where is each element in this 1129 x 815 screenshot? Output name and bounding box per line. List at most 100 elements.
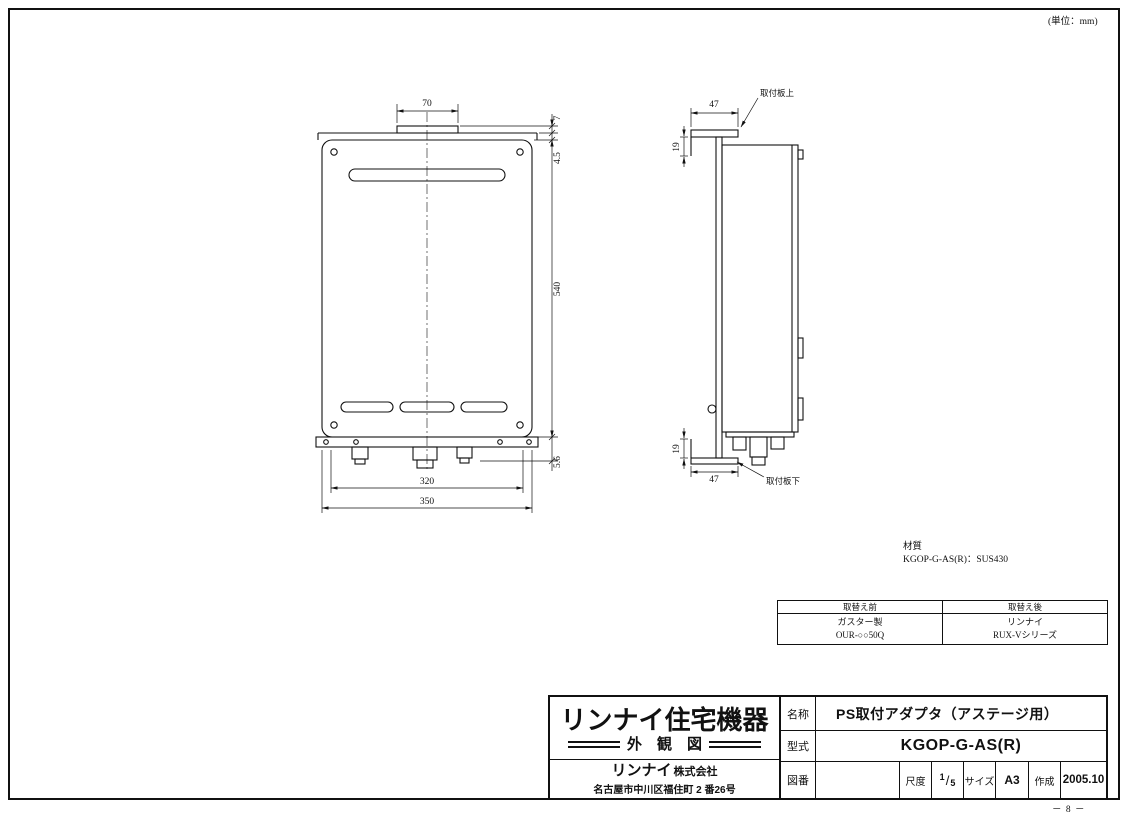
- replacement-table: 取替え前 取替え後 ガスター製 OUR-○○50Q リンナイ RUX-Vシリーズ: [777, 600, 1108, 646]
- side-dimension-text: 47 19 19 47 取付板上 取付板下: [672, 88, 801, 486]
- company-info: リンナイ株式会社 名古屋市中川区福住町 2 番26号: [550, 760, 779, 798]
- title-block: リンナイ住宅機器 外 観 図 リンナイ株式会社 名古屋市中川区福住町 2 番26…: [548, 695, 1108, 800]
- leader-line: [740, 97, 759, 128]
- dimension-tick: [548, 122, 556, 130]
- company-name-main: リンナイ: [611, 762, 672, 780]
- plate-top-label: 取付板上: [760, 88, 795, 98]
- hook-screw: [707, 404, 717, 414]
- drawing-type: 外 観 図: [626, 735, 702, 753]
- front-view: [315, 112, 539, 470]
- replacement-before-header: 取替え前: [777, 600, 943, 614]
- name-row: 名称 PS取付アダプタ（アステージ用）: [781, 697, 1106, 731]
- pipe-fitting: [354, 458, 366, 465]
- top-vent-slot: [348, 168, 506, 182]
- pipe-fitting: [770, 436, 785, 450]
- company-logo: リンナイ住宅機器: [560, 704, 769, 735]
- louver: [340, 401, 394, 413]
- dimension-tick: [548, 433, 556, 441]
- title-block-logo-area: リンナイ住宅機器 外 観 図: [550, 697, 779, 760]
- leader-line: [736, 461, 765, 478]
- screw: [516, 148, 524, 156]
- screw: [353, 439, 359, 445]
- side-body-outline: [721, 144, 799, 433]
- model-row: 型式 KGOP-G-AS(R): [781, 731, 1106, 762]
- company-name: リンナイ株式会社: [611, 762, 717, 780]
- screw: [526, 439, 532, 445]
- drawing-no-label: 図番: [781, 762, 816, 798]
- front-dimension-lines: [321, 104, 558, 513]
- dimension-tick: [548, 129, 556, 137]
- louver: [399, 401, 455, 413]
- dim-inner-width: 320: [420, 477, 435, 487]
- unit-note: (単位：mm): [1048, 17, 1098, 27]
- product-name: PS取付アダプタ（アステージ用）: [836, 705, 1059, 722]
- replacement-table-row: ガスター製 OUR-○○50Q リンナイ RUX-Vシリーズ: [777, 612, 1108, 646]
- pipe-fitting: [459, 457, 470, 464]
- dim-depth-top: 47: [709, 100, 719, 110]
- dim-top-width: 70: [422, 99, 432, 109]
- title-block-right: 名称 PS取付アダプタ（アステージ用） 型式 KGOP-G-AS(R) 図番 尺…: [781, 697, 1106, 798]
- dim-bracket-height: 7: [553, 115, 563, 120]
- pipe-fitting: [749, 436, 768, 458]
- after-model: RUX-Vシリーズ: [992, 629, 1058, 640]
- pipe-fitting: [412, 446, 438, 461]
- side-tab: [797, 397, 804, 421]
- top-hook-plate: [690, 129, 739, 138]
- before-model: OUR-○○50Q: [835, 629, 885, 640]
- model-label: 型式: [781, 731, 816, 761]
- pipe-fitting: [751, 456, 766, 466]
- scale-label: 尺度: [900, 762, 932, 798]
- mount-plate-side: [715, 136, 723, 459]
- scale-numerator: 1: [939, 772, 945, 782]
- front-dimension-text: 70 7 4.5 540 5.6 320 350: [420, 99, 563, 507]
- screw: [330, 148, 338, 156]
- side-tab: [797, 337, 804, 359]
- double-rule-left: [567, 740, 620, 748]
- pipe-fitting: [456, 446, 473, 459]
- louver: [460, 401, 508, 413]
- plate-bottom-label: 取付板下: [766, 476, 801, 486]
- material-label: 材質: [903, 542, 923, 552]
- dim-top-inset: 4.5: [553, 152, 563, 164]
- material-note: 材質 KGOP-G-AS(R)：SUS430: [903, 541, 1008, 568]
- dim-bottom-inset: 5.6: [553, 456, 563, 468]
- dim-body-height: 540: [553, 282, 563, 297]
- drawing-no-value: [816, 762, 900, 798]
- side-tab: [797, 149, 804, 160]
- created-label: 作成: [1029, 762, 1061, 798]
- mount-tab: [396, 125, 459, 134]
- company-name-suffix: 株式会社: [673, 766, 718, 779]
- after-maker: リンナイ: [1006, 617, 1043, 627]
- size-label: サイズ: [964, 762, 996, 798]
- page-number: － 8 －: [1052, 805, 1086, 815]
- screw: [516, 421, 524, 429]
- side-dimension-lines: [680, 97, 765, 478]
- dim-depth-bottom: 47: [709, 475, 719, 485]
- name-label: 名称: [781, 697, 816, 730]
- screw: [497, 439, 503, 445]
- created-value: 2005.10: [1062, 774, 1105, 786]
- scale-denominator: 5: [950, 778, 956, 788]
- dimension-tick: [548, 136, 556, 144]
- drawing-info-row: 図番 尺度 1/5 サイズ A3 作成 2005.10: [781, 762, 1106, 798]
- drawing-type-row: 外 観 図: [567, 735, 761, 753]
- side-view: [690, 129, 804, 466]
- replacement-before-cell: ガスター製 OUR-○○50Q: [777, 612, 943, 646]
- fraction-slash: /: [945, 772, 950, 788]
- pipe-fitting: [416, 459, 434, 469]
- material-value: KGOP-G-AS(R)：SUS430: [903, 555, 1009, 566]
- screw: [330, 421, 338, 429]
- dimension-tick: [548, 457, 556, 465]
- dim-lip-top: 19: [672, 142, 682, 152]
- pipe-fitting: [732, 436, 747, 451]
- model-value: KGOP-G-AS(R): [900, 737, 1022, 754]
- double-rule-right: [709, 740, 761, 748]
- side-base-band: [725, 431, 795, 438]
- replacement-after-header: 取替え後: [942, 600, 1108, 614]
- dim-lip-bottom: 19: [672, 444, 682, 454]
- size-value: A3: [996, 762, 1029, 798]
- dim-outer-width: 350: [420, 497, 435, 507]
- bottom-hook-plate: [690, 457, 739, 465]
- scale-value: 1/5: [932, 762, 964, 798]
